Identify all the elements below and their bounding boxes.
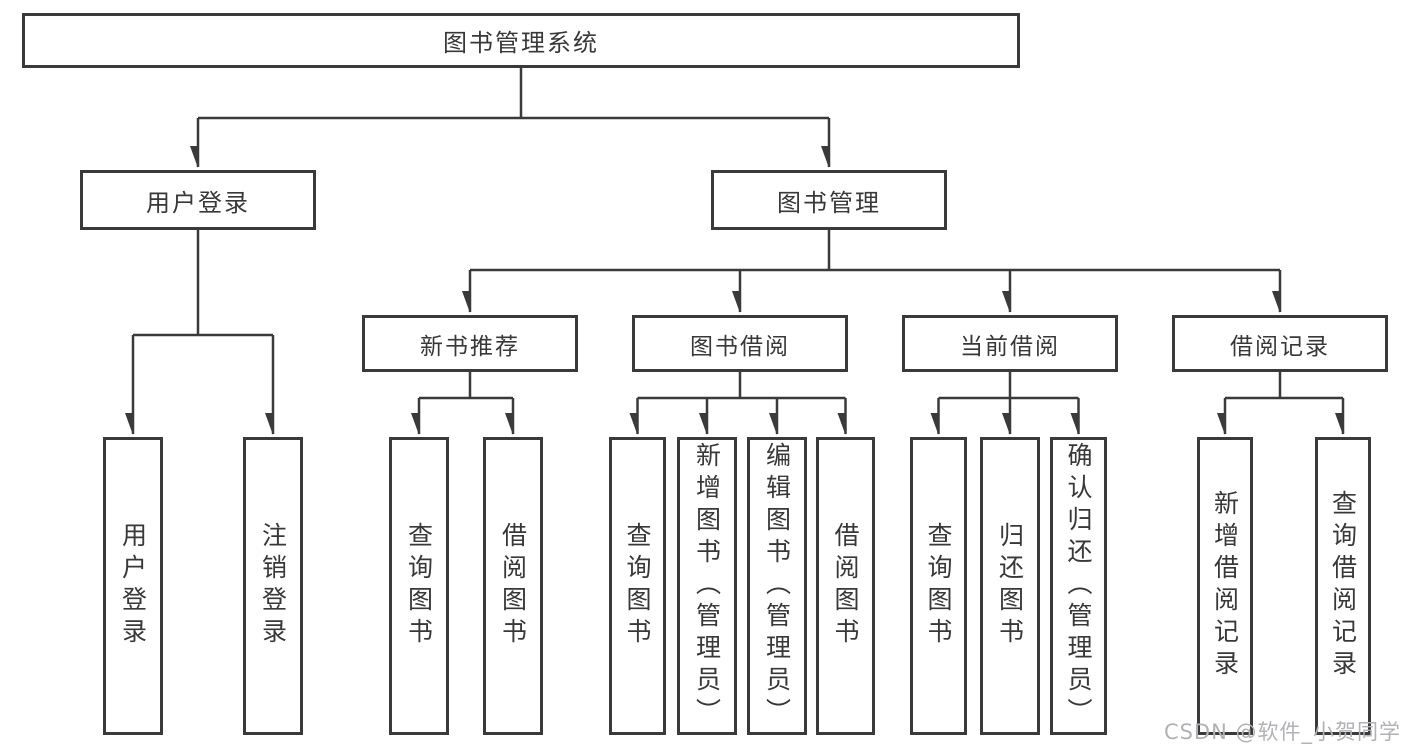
leaf-bb-add-books-admin-label: 新增图书（管理员） bbox=[692, 442, 722, 730]
node-book-management: 图书管理 bbox=[711, 170, 947, 230]
leaf-nb-query-books-label: 查询图书 bbox=[404, 522, 434, 650]
node-user-login-label: 用户登录 bbox=[146, 188, 250, 217]
leaf-bb-edit-books-admin: 编辑图书（管理员） bbox=[747, 437, 807, 735]
leaf-cb-query-books: 查询图书 bbox=[910, 437, 967, 735]
leaf-user-login-label: 用户登录 bbox=[118, 522, 148, 650]
leaf-br-add-record-label: 新增借阅记录 bbox=[1210, 490, 1240, 682]
leaf-nb-query-books: 查询图书 bbox=[389, 437, 449, 735]
node-book-management-label: 图书管理 bbox=[777, 188, 881, 217]
leaf-bb-query-books: 查询图书 bbox=[609, 437, 666, 735]
leaf-logout-label: 注销登录 bbox=[258, 522, 288, 650]
leaf-bb-edit-books-admin-label: 编辑图书（管理员） bbox=[762, 442, 792, 730]
leaf-br-add-record: 新增借阅记录 bbox=[1197, 437, 1253, 735]
leaf-logout: 注销登录 bbox=[243, 437, 303, 735]
leaf-nb-borrow-books: 借阅图书 bbox=[483, 437, 543, 735]
node-root-system: 图书管理系统 bbox=[22, 13, 1020, 68]
leaf-bb-borrow-books-label: 借阅图书 bbox=[831, 522, 860, 650]
leaf-user-login: 用户登录 bbox=[103, 437, 163, 735]
node-root-label: 图书管理系统 bbox=[443, 29, 599, 57]
node-book-borrowing-label: 图书借阅 bbox=[690, 333, 790, 360]
leaf-nb-borrow-books-label: 借阅图书 bbox=[498, 522, 528, 650]
node-current-borrowing: 当前借阅 bbox=[902, 315, 1118, 372]
leaf-bb-query-books-label: 查询图书 bbox=[623, 522, 652, 650]
node-book-borrowing: 图书借阅 bbox=[632, 315, 848, 372]
node-user-login: 用户登录 bbox=[80, 170, 316, 230]
leaf-cb-query-books-label: 查询图书 bbox=[924, 522, 953, 650]
csdn-watermark: CSDN @软件_小贺同学 bbox=[1163, 720, 1401, 744]
leaf-bb-add-books-admin: 新增图书（管理员） bbox=[677, 437, 737, 735]
leaf-br-query-record: 查询借阅记录 bbox=[1315, 437, 1371, 735]
node-current-borrowing-label: 当前借阅 bbox=[960, 333, 1060, 360]
leaf-bb-borrow-books: 借阅图书 bbox=[816, 437, 875, 735]
leaf-cb-confirm-return-admin: 确认归还（管理员） bbox=[1050, 437, 1107, 735]
node-borrowing-records-label: 借阅记录 bbox=[1230, 333, 1330, 360]
leaf-br-query-record-label: 查询借阅记录 bbox=[1328, 490, 1358, 682]
node-new-book-recommend-label: 新书推荐 bbox=[420, 333, 520, 360]
node-new-book-recommend: 新书推荐 bbox=[362, 315, 578, 372]
node-borrowing-records: 借阅记录 bbox=[1172, 315, 1388, 372]
leaf-cb-confirm-return-admin-label: 确认归还（管理员） bbox=[1064, 442, 1093, 730]
leaf-cb-return-books-label: 归还图书 bbox=[995, 522, 1025, 650]
leaf-cb-return-books: 归还图书 bbox=[980, 437, 1040, 735]
